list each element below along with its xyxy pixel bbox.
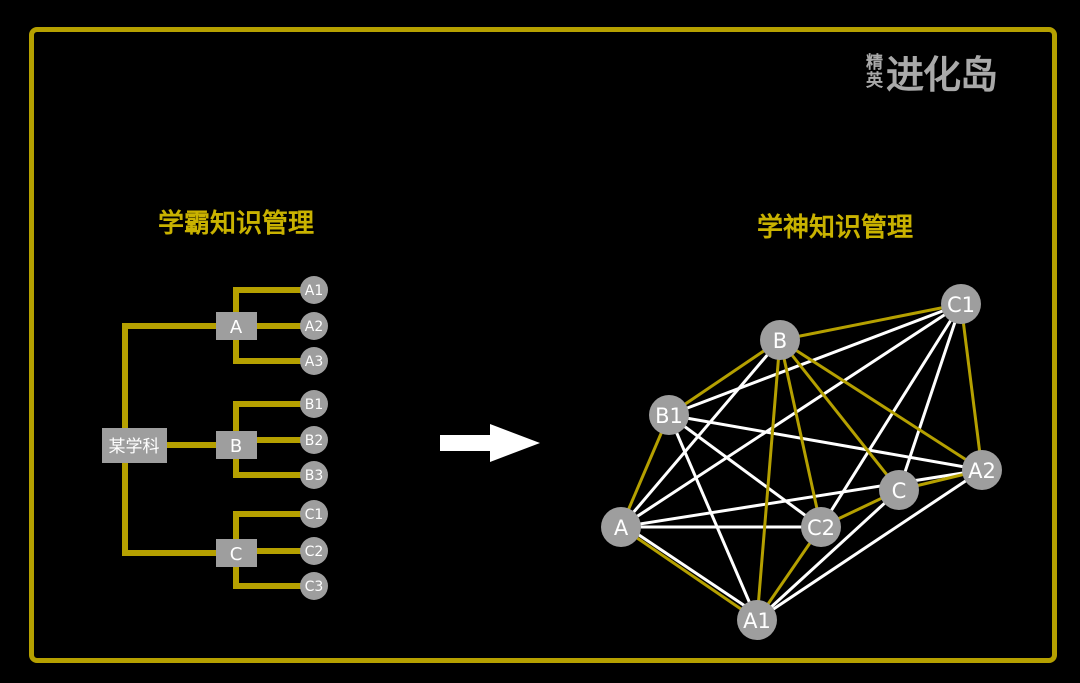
leaf-node bbox=[300, 276, 328, 304]
leaf-node bbox=[300, 426, 328, 454]
leaf-node bbox=[300, 461, 328, 489]
edge-gold bbox=[619, 414, 671, 528]
leaf-label: B3 bbox=[305, 468, 324, 484]
graph-node bbox=[601, 507, 641, 547]
graph-node-label: A2 bbox=[968, 459, 996, 483]
branch-box bbox=[216, 312, 257, 340]
leaf-label: C1 bbox=[305, 507, 324, 523]
root-box bbox=[102, 428, 167, 463]
branch-label: B bbox=[230, 436, 242, 457]
graph-node-label: B bbox=[773, 329, 787, 353]
edge-gold bbox=[620, 525, 758, 622]
graph-node-label: B1 bbox=[655, 404, 683, 428]
graph-node-label: C bbox=[892, 479, 907, 503]
arrow-right-icon bbox=[440, 424, 540, 462]
edge-white bbox=[667, 414, 759, 621]
leaf-label: B2 bbox=[305, 433, 324, 449]
branch-label: A bbox=[230, 317, 243, 338]
leaf-node bbox=[300, 312, 328, 340]
edge-gold bbox=[959, 303, 984, 471]
edge-white bbox=[755, 488, 901, 622]
graph-node bbox=[737, 600, 777, 640]
graph-node-label: C2 bbox=[807, 516, 835, 540]
edge-white bbox=[668, 302, 962, 417]
graph-node-label: C1 bbox=[947, 293, 975, 317]
graph-node bbox=[941, 284, 981, 324]
edge-gold bbox=[778, 339, 823, 528]
graph-node-label: A1 bbox=[743, 609, 771, 633]
edge-white bbox=[756, 468, 983, 622]
edge-white bbox=[626, 525, 758, 616]
edge-white bbox=[668, 413, 822, 529]
edge-white bbox=[620, 468, 983, 529]
edge-gold bbox=[668, 338, 781, 417]
graph-node bbox=[801, 507, 841, 547]
logo-big: 进化岛 bbox=[886, 53, 998, 97]
leaf-node bbox=[300, 537, 328, 565]
branch-box bbox=[216, 539, 257, 567]
leaf-label: C3 bbox=[305, 579, 324, 595]
leaf-label: C2 bbox=[305, 544, 324, 560]
edge-white bbox=[668, 413, 983, 472]
graph-node bbox=[962, 450, 1002, 490]
edge-white bbox=[819, 303, 963, 528]
branch-label: C bbox=[230, 544, 243, 565]
leaf-label: A3 bbox=[305, 354, 323, 370]
leaf-node bbox=[300, 347, 328, 375]
right-title: 学神知识管理 bbox=[757, 213, 914, 243]
edge-white bbox=[619, 339, 782, 528]
gold-frame bbox=[29, 27, 1057, 663]
edge-gold bbox=[779, 302, 962, 342]
logo: 精英 进化岛 bbox=[866, 44, 998, 99]
graph-node bbox=[879, 470, 919, 510]
leaf-node bbox=[300, 390, 328, 418]
graph-node bbox=[760, 320, 800, 360]
edge-white bbox=[620, 302, 962, 529]
edge-gold bbox=[779, 338, 983, 472]
leaf-node bbox=[300, 500, 328, 528]
logo-small: 精英 bbox=[866, 52, 883, 91]
leaf-node bbox=[300, 572, 328, 600]
edge-white bbox=[897, 303, 963, 491]
graph-node-label: A bbox=[614, 516, 629, 540]
edge-gold bbox=[755, 339, 782, 621]
leaf-label: A2 bbox=[305, 319, 323, 335]
graph-node bbox=[649, 395, 689, 435]
leaf-label: B1 bbox=[305, 397, 324, 413]
leaf-label: A1 bbox=[305, 283, 323, 299]
root-label: 某学科 bbox=[109, 437, 160, 457]
branch-box bbox=[216, 431, 257, 459]
edge-gold bbox=[778, 339, 901, 491]
left-title: 学霸知识管理 bbox=[158, 209, 315, 239]
